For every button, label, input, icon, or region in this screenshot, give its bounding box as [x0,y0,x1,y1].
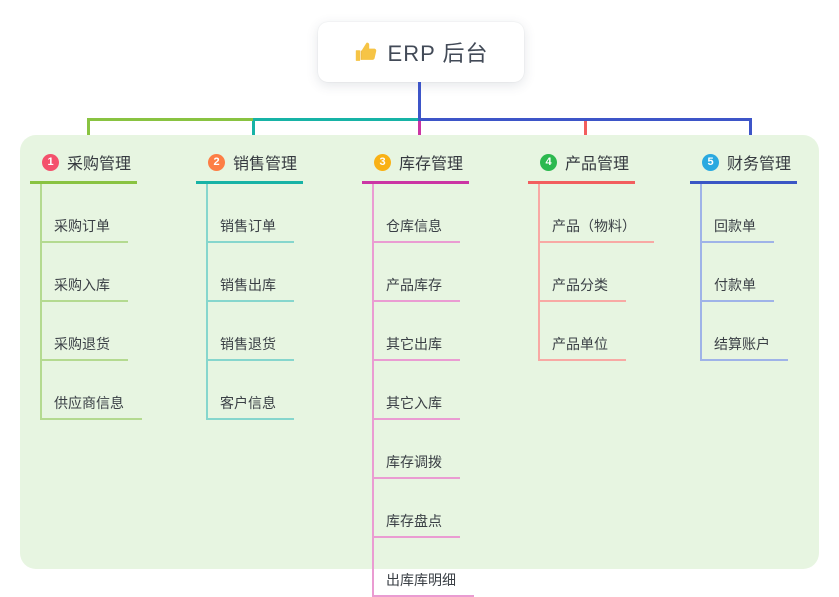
branch-children: 回款单 付款单 结算账户 [690,184,788,361]
child-node[interactable]: 销售退货 [206,302,294,361]
branch-purchase: 1 采购管理 采购订单 采购入库 采购退货 供应商信息 [30,148,142,420]
child-node[interactable]: 付款单 [700,243,774,302]
branch-drop-line-5 [749,121,752,148]
child-node[interactable]: 回款单 [700,184,774,243]
child-connector-line [538,184,540,361]
branch-header-sales[interactable]: 2 销售管理 [196,148,304,184]
child-node[interactable]: 销售出库 [206,243,294,302]
branch-header-purchase[interactable]: 1 采购管理 [30,148,138,184]
child-connector-line [40,184,42,420]
child-node[interactable]: 其它出库 [372,302,460,361]
child-node[interactable]: 其它入库 [372,361,460,420]
branch-number-badge: 4 [540,153,557,171]
mindmap-panel: 1 采购管理 采购订单 采购入库 采购退货 供应商信息 2 销售管理 销售订单 … [20,135,819,597]
branch-number-badge: 3 [374,153,391,171]
child-node[interactable]: 客户信息 [206,361,294,420]
child-node[interactable]: 采购订单 [40,184,128,243]
child-node[interactable]: 采购入库 [40,243,128,302]
branch-finance: 5 财务管理 回款单 付款单 结算账户 [690,148,798,361]
child-node[interactable]: 产品分类 [538,243,626,302]
branch-title: 库存管理 [399,156,464,173]
child-node[interactable]: 产品单位 [538,302,626,361]
bus-segment-teal [253,118,420,121]
child-node[interactable]: 产品库存 [372,243,460,302]
child-node[interactable]: 仓库信息 [372,184,460,243]
branch-drop-line-2 [252,121,255,148]
thumbs-up-icon [354,40,378,64]
child-node[interactable]: 供应商信息 [40,361,142,420]
child-connector-line [700,184,702,361]
branch-title: 销售管理 [233,156,298,173]
child-node[interactable]: 库存盘点 [372,479,460,538]
branch-product: 4 产品管理 产品（物料） 产品分类 产品单位 [528,148,654,361]
child-node[interactable]: 产品（物料） [538,184,654,243]
child-node[interactable]: 结算账户 [700,302,788,361]
root-stem-line [418,82,421,119]
child-node[interactable]: 库存调拨 [372,420,460,479]
branch-drop-line-4 [584,121,587,148]
branch-drop-line-3 [418,121,421,148]
root-node[interactable]: ERP 后台 [318,22,524,82]
branch-title: 采购管理 [67,156,132,173]
root-title: ERP 后台 [387,41,489,66]
branch-header-finance[interactable]: 5 财务管理 [690,148,798,184]
branch-children: 销售订单 销售出库 销售退货 客户信息 [196,184,294,420]
child-node[interactable]: 采购退货 [40,302,128,361]
branch-drop-line-1 [87,121,90,148]
branch-children: 采购订单 采购入库 采购退货 供应商信息 [30,184,142,420]
bus-segment-blue [418,118,752,121]
child-node[interactable]: 出库库明细 [372,538,474,597]
branch-number-badge: 5 [702,153,719,171]
child-connector-line [206,184,208,420]
branch-number-badge: 1 [42,153,59,171]
branch-number-badge: 2 [208,153,225,171]
branch-header-inventory[interactable]: 3 库存管理 [362,148,470,184]
child-node[interactable]: 销售订单 [206,184,294,243]
branch-children: 仓库信息 产品库存 其它出库 其它入库 库存调拨 库存盘点 出库库明细 [362,184,474,597]
bus-segment-green [87,118,255,121]
branch-sales: 2 销售管理 销售订单 销售出库 销售退货 客户信息 [196,148,304,420]
child-connector-line [372,184,374,597]
branch-title: 财务管理 [727,156,792,173]
branch-children: 产品（物料） 产品分类 产品单位 [528,184,654,361]
branch-inventory: 3 库存管理 仓库信息 产品库存 其它出库 其它入库 库存调拨 库存盘点 出库库… [362,148,474,597]
branch-header-product[interactable]: 4 产品管理 [528,148,636,184]
branch-title: 产品管理 [565,156,630,173]
